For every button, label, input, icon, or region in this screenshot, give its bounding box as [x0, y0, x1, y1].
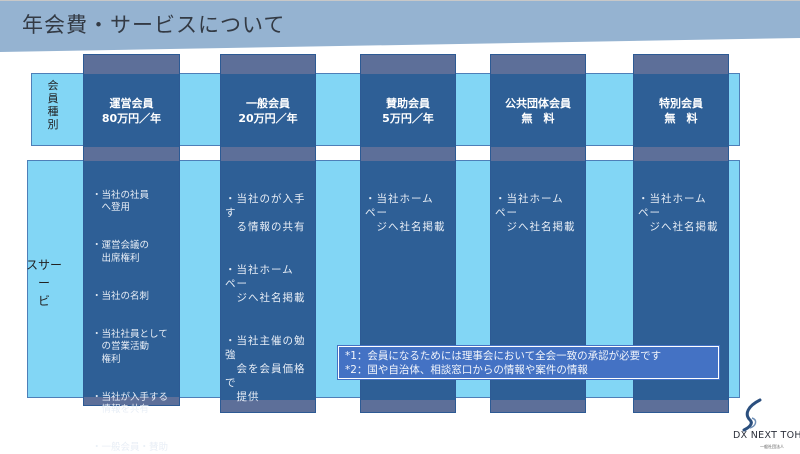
member-type-name: 公共団体会員 [505, 97, 571, 110]
member-type-name: 特別会員 [659, 97, 703, 110]
logo-text: DX NEXT TOHOKU [733, 430, 800, 441]
dx-next-tohoku-logo: DX NEXT TOHOKU 一般社団法人 [700, 398, 800, 454]
member-fee: 無 料 [664, 112, 698, 125]
service-item: ・当社のが入手 す る情報の共有 [225, 193, 306, 233]
column-header: 一般会員 20万円／年 [221, 75, 315, 147]
footnotes-box: *1：会員になるためには理事会において全会一致の承認が必要です *2：国や自治体… [337, 345, 720, 380]
service-item: ・運営会議の 出席権利 [92, 240, 150, 264]
service-item: ・当社ホーム ペー ジへ社名掲載 [365, 193, 446, 233]
service-item: ・一般会員・賛助 会員の特典 [92, 442, 169, 453]
page-title: 年会費・サービスについて [22, 13, 286, 37]
service-item: ・当社ホーム ペー ジへ社名掲載 [638, 193, 719, 233]
member-fee: 無 料 [521, 112, 555, 125]
column-services: ・当社のが入手 す る情報の共有 ・当社ホーム ペー ジへ社名掲載 ・当社主催の… [221, 161, 315, 403]
column-header: 賛助会員 5万円／年 [361, 75, 455, 147]
logo-swirl-icon [742, 398, 762, 432]
column-header: 運営会員 80万円／年 [84, 75, 179, 147]
member-fee: 80万円／年 [101, 112, 162, 125]
service-item: ・当社社員として の営業活動 権利 [92, 328, 168, 365]
member-fee: 20万円／年 [238, 112, 298, 125]
column-general-member: 一般会員 20万円／年 ・当社のが入手 す る情報の共有 ・当社ホーム ペー ジ… [220, 54, 316, 413]
member-type-name: 賛助会員 [386, 97, 430, 110]
service-item: ・当社ホーム ペー ジへ社名掲載 [225, 264, 306, 304]
service-row-label: スサー ー ビ [25, 258, 62, 308]
service-item: ・当社が入手する 情報を共有 [92, 391, 169, 416]
member-type-name: 運営会員 [109, 97, 154, 110]
member-fee: 5万円／年 [382, 112, 434, 125]
member-type-row-label: 会 員 種 別 [47, 79, 59, 131]
column-header: 特別会員 無 料 [634, 75, 728, 147]
footnote-2: *2：国や自治体、相談窓口からの情報や案件の情報 [345, 364, 588, 376]
service-item: ・当社の名刺 [92, 290, 150, 302]
title-banner [0, 0, 800, 52]
footnote-1: *1：会員になるためには理事会において全会一致の承認が必要です [345, 350, 662, 362]
column-header: 公共団体会員 無 料 [491, 75, 585, 147]
column-services: ・当社の社員 へ登用 ・運営会議の 出席権利 ・当社の名刺 ・当社社員として の… [84, 161, 179, 453]
member-type-name: 一般会員 [246, 97, 290, 110]
service-item: ・当社ホーム ペー ジへ社名掲載 [495, 193, 576, 233]
column-operating-member: 運営会員 80万円／年 ・当社の社員 へ登用 ・運営会議の 出席権利 ・当社の名… [83, 54, 180, 453]
logo-subtitle: 一般社団法人 [760, 444, 784, 449]
service-item: ・当社の社員 へ登用 [92, 189, 150, 214]
service-item: ・当社主催の勉 強 会を会員価格 で 提供 [225, 335, 306, 403]
